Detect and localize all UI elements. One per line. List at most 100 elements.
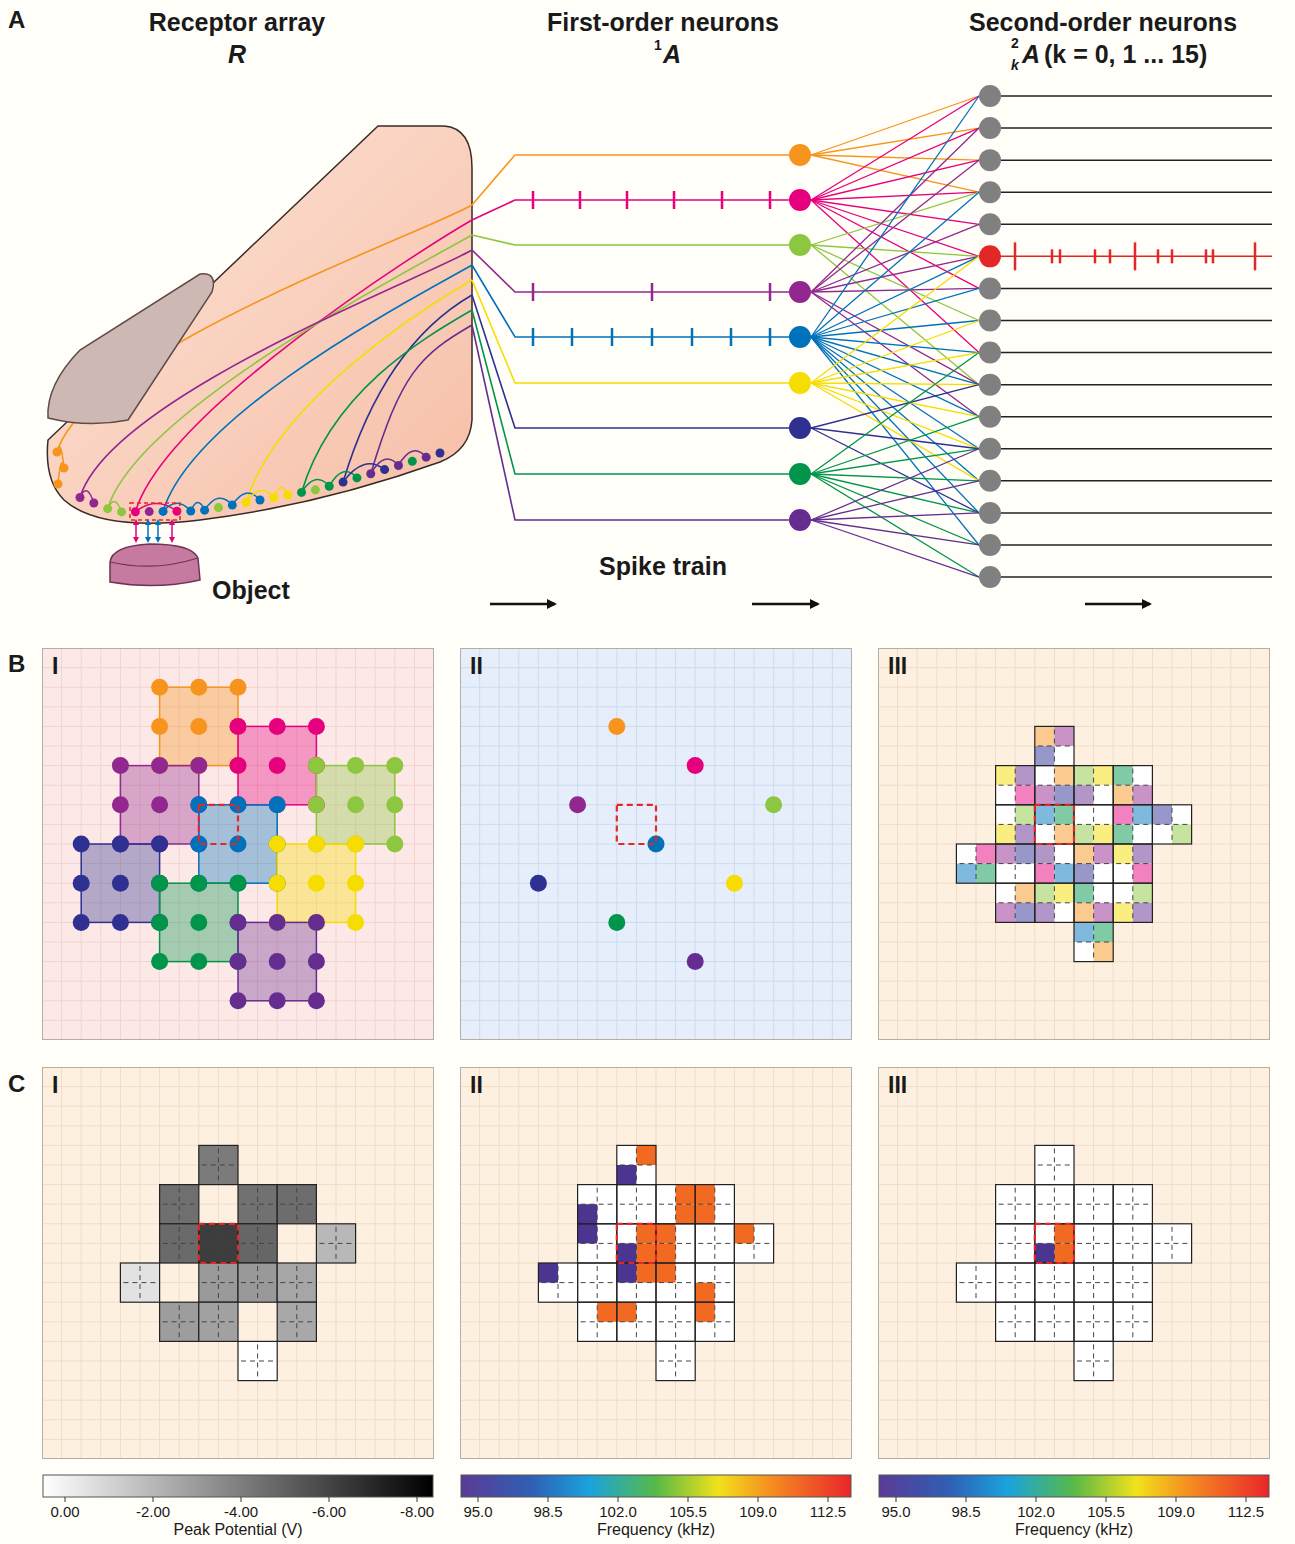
block-divider <box>280 1204 313 1205</box>
receptor-dot <box>112 796 129 813</box>
receptor-dot <box>256 496 265 505</box>
synapse-line <box>811 449 979 520</box>
highlight-box <box>1035 1224 1074 1263</box>
mapped-cell <box>1113 844 1133 864</box>
mapped-cell <box>1035 883 1055 903</box>
mapped-cell <box>1074 766 1094 786</box>
block-fill <box>538 1263 577 1302</box>
block-divider <box>558 1266 559 1299</box>
block-divider <box>241 1282 274 1283</box>
block-divider <box>1093 847 1094 880</box>
receptor-dot <box>269 757 286 774</box>
output-line <box>1001 224 1272 226</box>
receptor-dot <box>347 836 364 853</box>
colorbar-tick <box>1036 1497 1037 1502</box>
tick-label: 98.5 <box>951 1503 980 1520</box>
mapped-cell <box>1054 864 1074 884</box>
spike <box>1059 249 1062 263</box>
receptive-block <box>617 1302 656 1341</box>
receptor-dot <box>308 836 325 853</box>
block-fill <box>1113 766 1152 805</box>
receptor-dot <box>190 679 207 696</box>
receptor-dot <box>190 953 207 970</box>
receptor-dot <box>308 953 325 970</box>
receptive-block <box>1113 1302 1152 1341</box>
receptive-block <box>617 1224 656 1263</box>
second-order-neuron <box>979 149 1001 171</box>
block-divider <box>1015 808 1016 841</box>
tick-label: 95.0 <box>463 1503 492 1520</box>
spike <box>651 283 654 301</box>
synapse-line <box>811 474 979 513</box>
grid-line <box>832 1067 833 1459</box>
mapped-cell <box>1015 785 1035 805</box>
spike <box>579 191 582 209</box>
block-divider <box>1132 1227 1133 1260</box>
block-fill <box>1035 1224 1074 1263</box>
block-divider <box>1054 1305 1055 1338</box>
receptor-dot <box>151 718 168 735</box>
tick-label: 102.0 <box>1017 1503 1055 1520</box>
receptor-dot <box>112 914 129 931</box>
receptor-dot <box>151 836 168 853</box>
receptive-block <box>996 1185 1035 1224</box>
block-divider <box>999 902 1032 903</box>
block-divider <box>698 1321 731 1322</box>
block-fill <box>1035 883 1074 922</box>
receptor-dot <box>112 836 129 853</box>
panel-label: II <box>470 1072 483 1098</box>
block-divider <box>1054 808 1055 841</box>
block-divider <box>202 1321 235 1322</box>
block-divider <box>999 1282 1032 1283</box>
frequency-cell <box>1054 1224 1074 1244</box>
arrowhead <box>145 537 151 543</box>
receptor-dot <box>311 485 320 494</box>
receptive-block <box>656 1224 695 1263</box>
receptive-block <box>656 1185 695 1224</box>
afferent-line <box>472 265 789 337</box>
mapped-cell <box>1074 922 1094 942</box>
receptive-field <box>199 805 277 883</box>
block-fill <box>1074 1224 1113 1263</box>
potential-cell <box>277 1185 316 1224</box>
block-divider <box>659 1361 692 1362</box>
flow-label: Spike train <box>599 552 727 581</box>
block-fill <box>1074 883 1113 922</box>
block-fill <box>656 1302 695 1341</box>
receptor-dot <box>269 953 286 970</box>
panel-letter: A <box>8 6 25 34</box>
mapped-cell <box>1172 824 1192 844</box>
receptive-block <box>120 1263 159 1302</box>
block-divider <box>976 847 977 880</box>
receptive-block <box>160 1302 199 1341</box>
block-divider <box>218 1148 219 1181</box>
potential-cell <box>199 1263 238 1302</box>
block-divider <box>999 1321 1032 1322</box>
neuron-dot <box>608 718 625 735</box>
block-fill <box>1035 1302 1074 1341</box>
second-order-neuron <box>979 181 1001 203</box>
synapse-line <box>811 353 979 474</box>
tick-label: 95.0 <box>881 1503 910 1520</box>
block-divider <box>1093 1266 1094 1299</box>
block-divider <box>1054 847 1055 880</box>
receptor-dot <box>145 507 154 516</box>
receptor-dot <box>269 836 286 853</box>
spike <box>769 283 772 301</box>
block-divider <box>1038 863 1071 864</box>
block-divider <box>675 1305 676 1338</box>
receptive-block <box>1074 922 1113 961</box>
block-divider <box>218 1305 219 1338</box>
synapse-line <box>811 224 979 292</box>
receptive-block <box>617 1145 656 1184</box>
afferent-line <box>472 235 789 245</box>
spike <box>1109 249 1112 263</box>
object-label: Object <box>212 576 290 605</box>
grid-line <box>1250 648 1251 1040</box>
section-heading: First-order neurons <box>547 8 779 37</box>
tick-label: 109.0 <box>739 1503 777 1520</box>
block-fill <box>1035 766 1074 805</box>
block-divider <box>1038 746 1071 747</box>
receptor-dot <box>103 504 112 513</box>
receptive-block <box>695 1302 734 1341</box>
